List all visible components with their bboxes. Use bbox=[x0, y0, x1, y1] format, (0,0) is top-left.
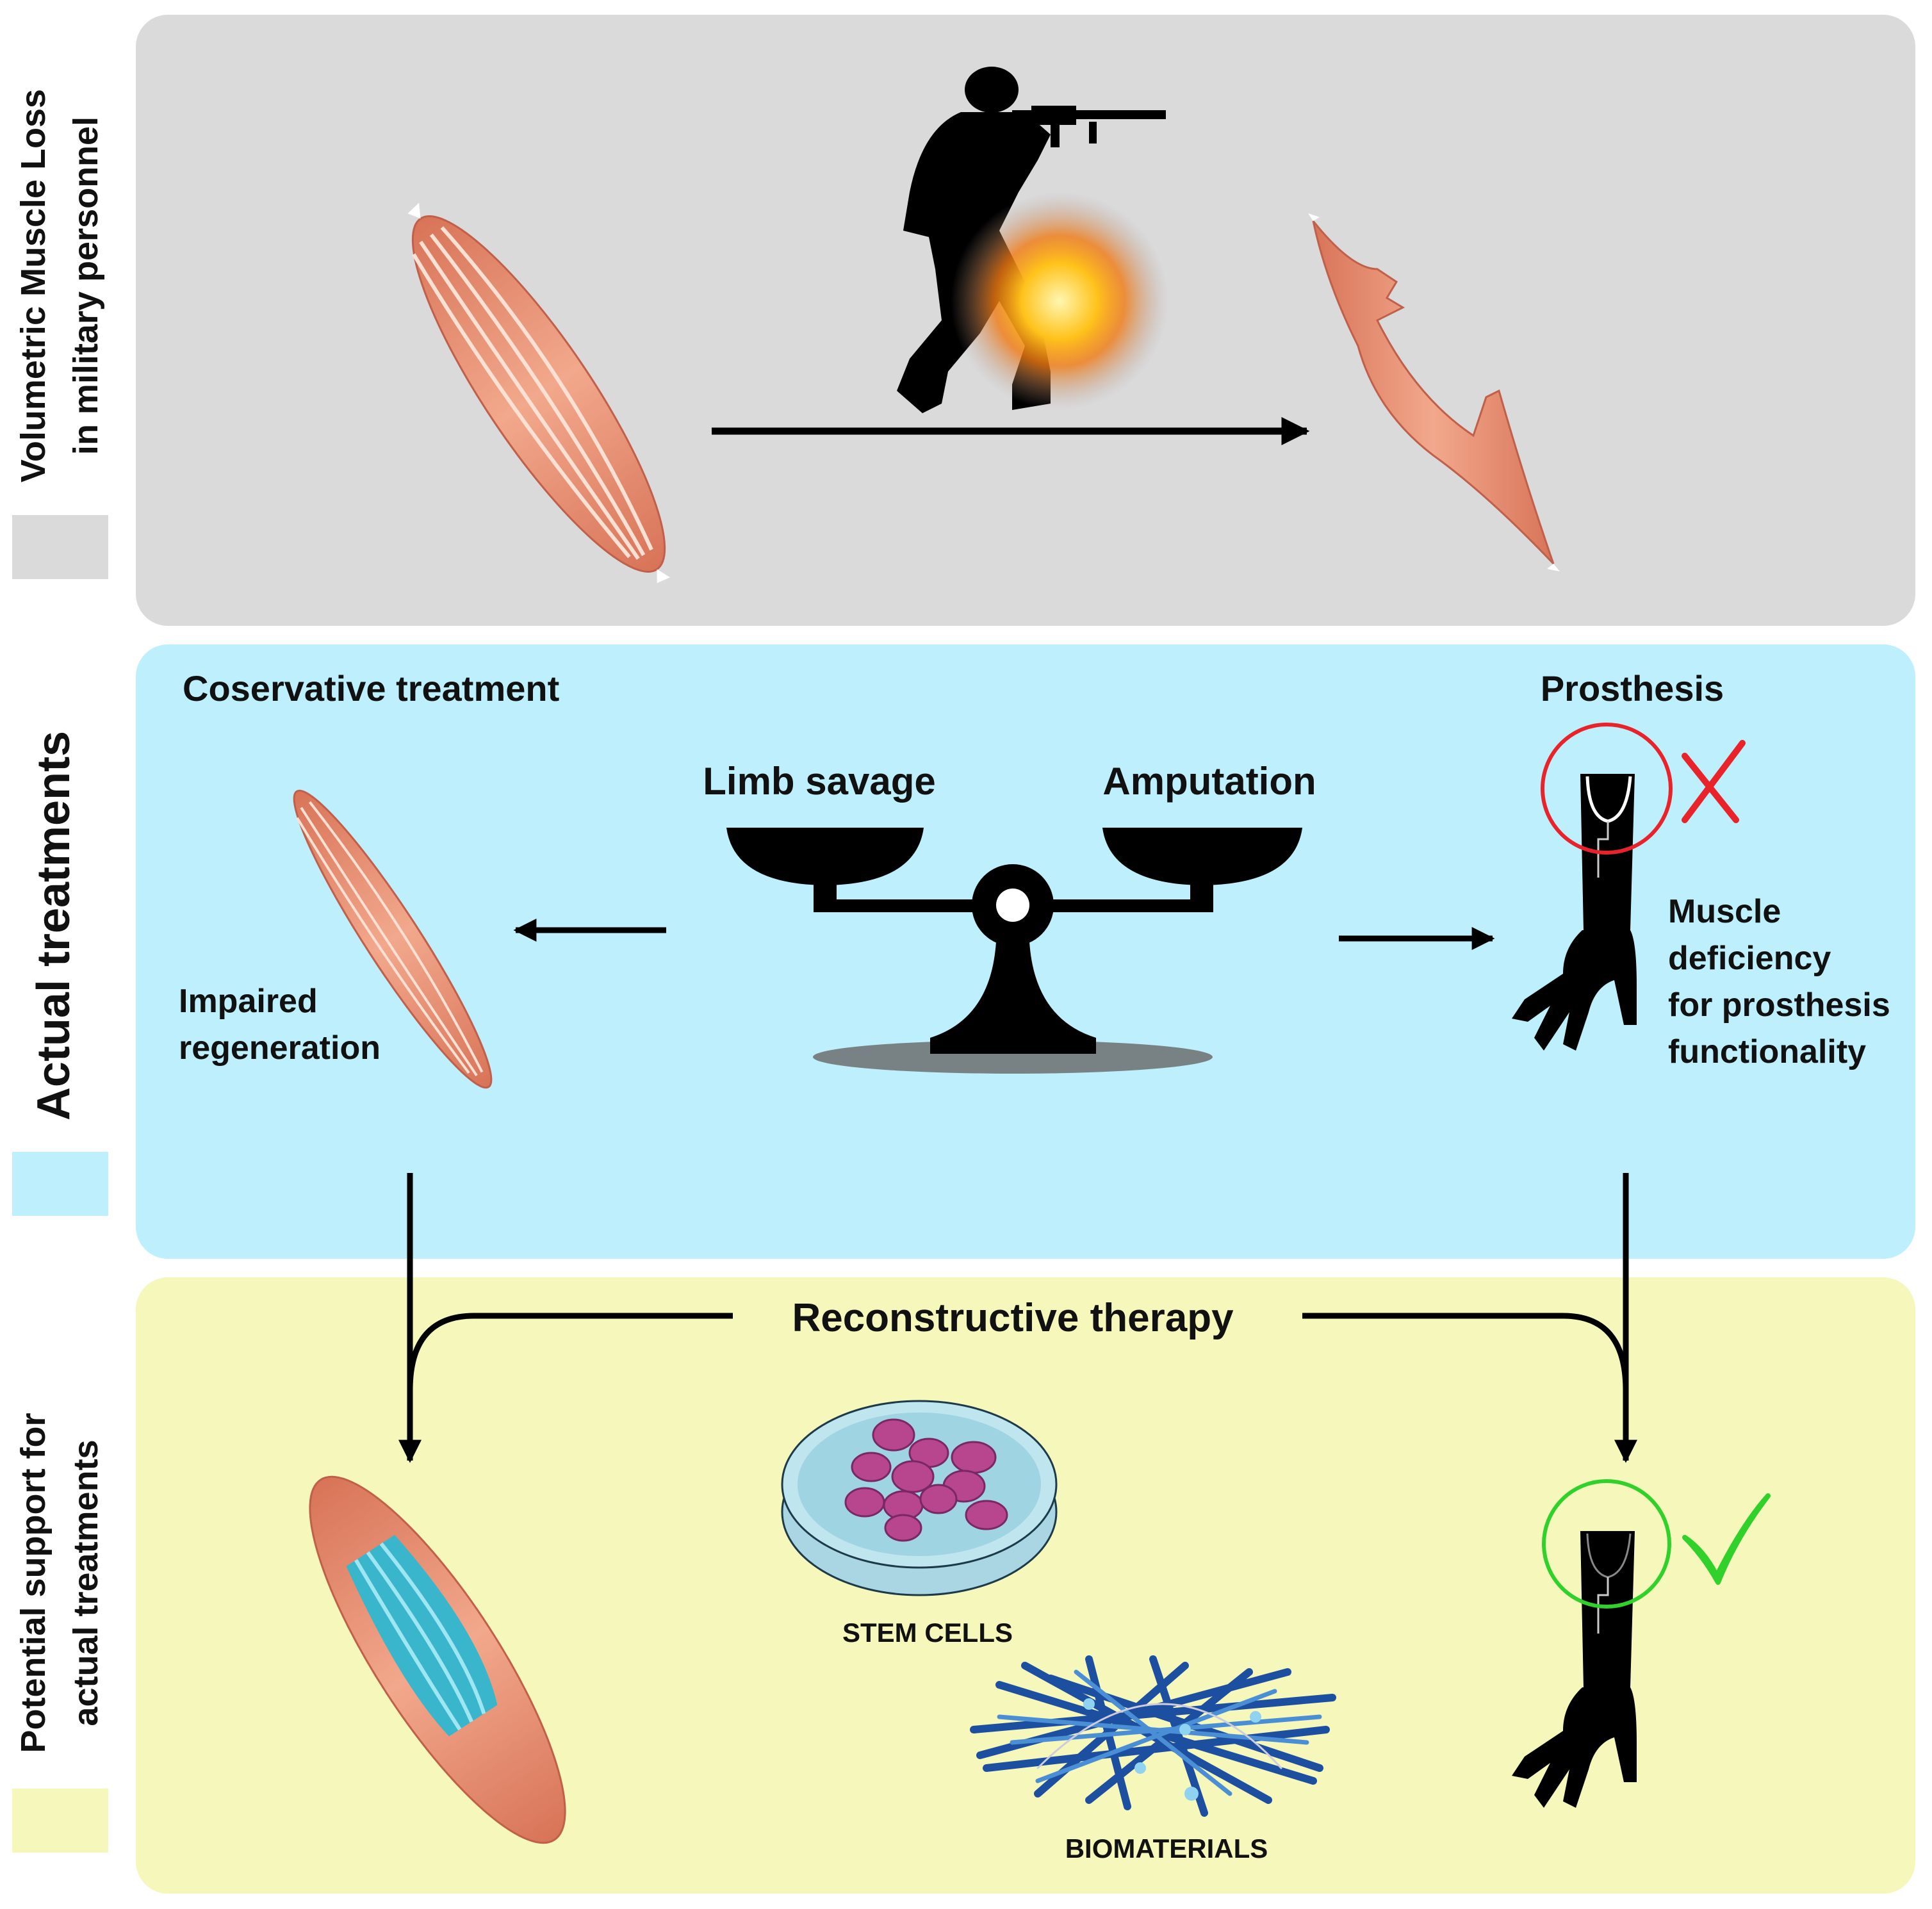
success-circle bbox=[1542, 1479, 1671, 1609]
impaired-line2: regeneration bbox=[179, 1029, 381, 1067]
balance-scale-icon bbox=[726, 828, 1302, 1074]
petri-dish-icon bbox=[781, 1400, 1058, 1596]
prosthesis-title: Prosthesis bbox=[1541, 668, 1724, 709]
connector-left bbox=[407, 1313, 733, 1391]
side-label-top: Volumetric Muscle Loss in military perso… bbox=[14, 89, 105, 482]
stem-cells-label: STEM CELLS bbox=[842, 1618, 1013, 1648]
muscle-icon bbox=[407, 202, 671, 584]
panel-potential-support bbox=[136, 1277, 1915, 1894]
conservative-treatment-title: Coservative treatment bbox=[183, 668, 559, 709]
regenerated-muscle-icon bbox=[309, 1475, 566, 1844]
fail-circle bbox=[1541, 723, 1673, 855]
scaffold-mesh-icon bbox=[970, 1655, 1336, 1817]
side-label-top-line2: in military personnel bbox=[67, 117, 105, 455]
torn-muscle-icon bbox=[1308, 213, 1560, 571]
swatch-blue bbox=[12, 1152, 108, 1216]
limb-savage-label: Limb savage bbox=[703, 760, 936, 803]
side-label-bottom: Potential support for actual treatments bbox=[14, 1413, 105, 1753]
muscle-icon bbox=[293, 789, 493, 1089]
checkmark-icon bbox=[1682, 1493, 1771, 1585]
explosion-icon bbox=[951, 192, 1168, 410]
side-label-bottom-line1: Potential support for bbox=[14, 1413, 53, 1753]
deficiency-line3: for prosthesis bbox=[1668, 987, 1890, 1024]
side-label-middle: Actual treatments bbox=[28, 731, 79, 1120]
muscle-deficiency-text: Muscle deficiency for prosthesis functio… bbox=[1668, 893, 1890, 1070]
deficiency-line4: functionality bbox=[1668, 1033, 1866, 1070]
impaired-line1: Impaired bbox=[179, 983, 318, 1020]
deficiency-line1: Muscle bbox=[1668, 893, 1781, 930]
biomaterials-label: BIOMATERIALS bbox=[1065, 1833, 1268, 1864]
side-label-bottom-line2: actual treatments bbox=[67, 1439, 105, 1726]
prosthetic-arm-icon bbox=[1512, 1531, 1637, 1808]
connector-right bbox=[1302, 1313, 1629, 1391]
swatch-yellow bbox=[12, 1789, 108, 1853]
swatch-gray bbox=[12, 515, 108, 579]
cross-icon bbox=[1682, 740, 1746, 823]
reconstructive-therapy-title: Reconstructive therapy bbox=[792, 1296, 1234, 1340]
deficiency-line2: deficiency bbox=[1668, 940, 1831, 977]
amputation-label: Amputation bbox=[1102, 760, 1316, 803]
side-label-top-line1: Volumetric Muscle Loss bbox=[14, 89, 53, 482]
